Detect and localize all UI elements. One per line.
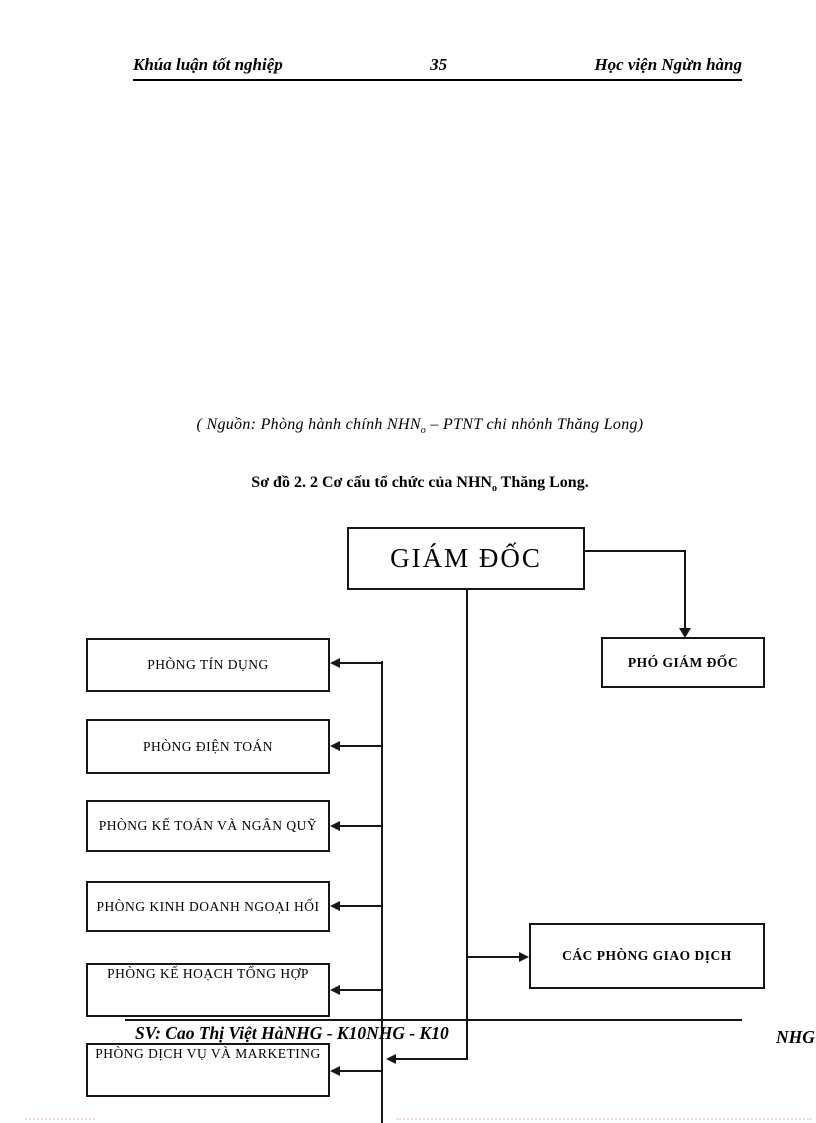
connector-director-trunk-vertical	[466, 590, 468, 1060]
connector-branch-dept-4	[339, 905, 383, 907]
header-page-number: 35	[430, 55, 448, 74]
header-left-title: Khúa luận tốt nghiệp	[133, 55, 283, 74]
connector-branch-dept-6	[339, 1070, 383, 1072]
arrowhead-left-icon	[330, 821, 340, 831]
director-label: GIÁM ĐỐC	[390, 542, 542, 573]
arrowhead-left-icon	[330, 1066, 340, 1076]
source-note-suffix: – PTNT chi nhỏnh Thăng Long)	[426, 416, 644, 433]
department-label: PHÒNG DỊCH VỤ VÀ MARKETING	[95, 1046, 321, 1061]
footer-divider	[125, 1019, 742, 1021]
connector-director-to-deputy-horizontal	[585, 550, 685, 552]
connector-branch-offices	[468, 956, 520, 958]
department-box-4: PHÒNG KINH DOANH NGOẠI HỐI	[86, 881, 330, 932]
department-box-2: PHÒNG ĐIỆN TOÁN	[86, 719, 330, 774]
caption-text: Sơ đồ 2. 2 Cơ cấu tổ chức của NHN	[251, 474, 492, 491]
department-box-5: PHÒNG KẾ HOẠCH TỔNG HỢP	[86, 963, 330, 1017]
connector-branch-dept-2	[339, 745, 383, 747]
department-label: PHÒNG ĐIỆN TOÁN	[142, 738, 273, 754]
arrowhead-down-icon	[679, 628, 691, 638]
caption-suffix: Thăng Long.	[496, 474, 589, 491]
transaction-offices-label: CÁC PHÒNG GIAO DỊCH	[562, 948, 732, 964]
connector-director-to-deputy-vertical	[684, 550, 686, 630]
arrowhead-left-icon	[330, 741, 340, 751]
arrowhead-left-icon	[386, 1054, 396, 1064]
header-right-title: Học viện Ngừn hàng	[594, 55, 742, 74]
department-label: PHÒNG TÍN DỤNG	[147, 657, 269, 673]
dotted-artifact-left	[25, 1118, 95, 1120]
department-box-1: PHÒNG TÍN DỤNG	[86, 638, 330, 692]
department-label: PHÒNG KẾ HOẠCH TỔNG HỢP	[107, 966, 309, 981]
dotted-artifact-right	[396, 1118, 812, 1120]
source-note: ( Nguồn: Phòng hành chính NHNo – PTNT ch…	[100, 416, 740, 436]
connector-branch-dept-3	[339, 825, 383, 827]
department-label: PHÒNG KINH DOANH NGOẠI HỐI	[96, 898, 320, 914]
caption-subscript: o	[491, 483, 497, 495]
department-box-6: PHÒNG DỊCH VỤ VÀ MARKETING	[86, 1043, 330, 1097]
connector-departments-trunk-vertical	[381, 661, 383, 1123]
footer-author-text: SV: Cao Thị Việt HàNHG - K10NHG - K10	[135, 1023, 449, 1043]
connector-branch-dept-1	[339, 662, 383, 664]
arrowhead-left-icon	[330, 901, 340, 911]
transaction-offices-box: CÁC PHÒNG GIAO DỊCH	[529, 923, 765, 989]
department-box-3: PHÒNG KẾ TOÁN VÀ NGÂN QUỸ	[86, 800, 330, 852]
footer-right-text: NHG	[776, 1027, 815, 1047]
department-label: PHÒNG KẾ TOÁN VÀ NGÂN QUỸ	[98, 818, 318, 834]
deputy-director-label: PHÓ GIÁM ĐỐC	[627, 654, 739, 670]
page-header: Khúa luận tốt nghiệp 35 Học viện Ngừn hà…	[133, 55, 742, 81]
director-box: GIÁM ĐỐC	[347, 527, 585, 590]
arrowhead-left-icon	[330, 985, 340, 995]
diagram-caption: Sơ đồ 2. 2 Cơ cấu tổ chức của NHNo Thăng…	[100, 474, 740, 494]
connector-branch-dept-5	[339, 989, 383, 991]
deputy-director-box: PHÓ GIÁM ĐỐC	[601, 637, 765, 688]
connector-bottom-horizontal	[395, 1058, 467, 1060]
source-note-subscript: o	[420, 425, 427, 437]
arrowhead-left-icon	[330, 658, 340, 668]
arrowhead-right-icon	[519, 952, 529, 962]
source-note-text: ( Nguồn: Phòng hành chính NHN	[196, 416, 421, 433]
